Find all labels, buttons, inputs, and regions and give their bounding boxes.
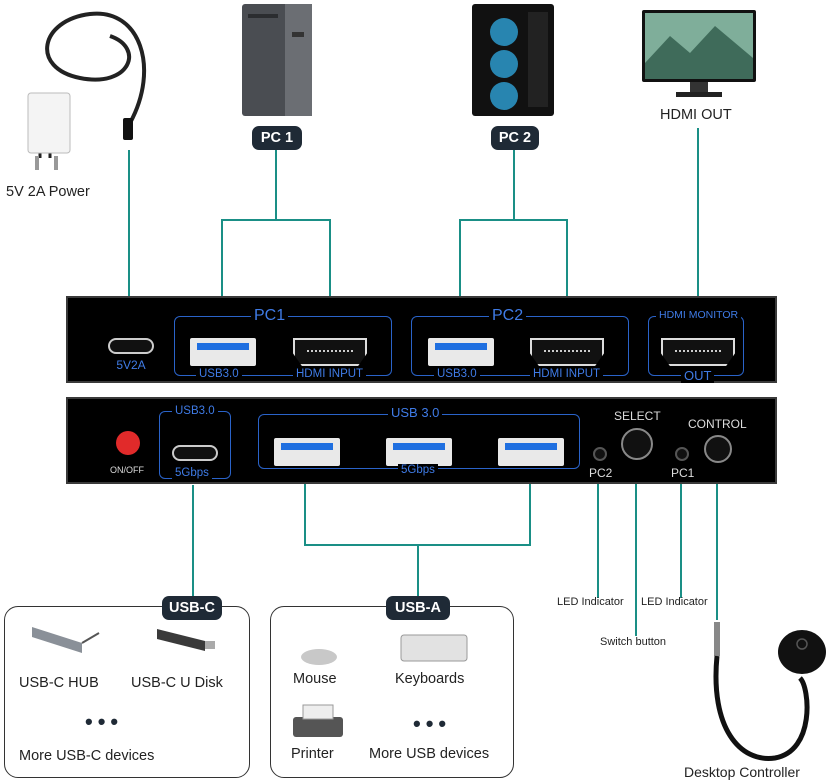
usbc-hub-icon bbox=[32, 627, 100, 653]
usba-item-printer: Printer bbox=[291, 746, 334, 762]
pc2-gaming-tower-icon bbox=[472, 4, 554, 116]
usba-item-keyboards: Keyboards bbox=[395, 671, 465, 687]
pc1-usb-label: USB3.0 bbox=[196, 368, 242, 380]
control-jack bbox=[704, 435, 732, 463]
onoff-label: ON/OFF bbox=[110, 465, 144, 475]
monitor-out-label: OUT bbox=[681, 368, 715, 383]
pc2-led-label: PC2 bbox=[589, 466, 613, 480]
usbc-bottom-label: 5Gbps bbox=[172, 467, 212, 479]
pc1-tower-icon bbox=[242, 4, 312, 116]
monitor-group-title: HDMI MONITOR bbox=[656, 309, 742, 321]
select-button[interactable] bbox=[621, 428, 653, 460]
pc1-tag: PC 1 bbox=[252, 126, 302, 150]
pc2-usb-port bbox=[428, 338, 494, 366]
usb-a-port-2 bbox=[386, 438, 452, 466]
usba-devices-card: Mouse Keyboards ••• Printer More USB dev… bbox=[270, 606, 514, 778]
usba-item-mouse: Mouse bbox=[293, 671, 337, 687]
pc1-group-title: PC1 bbox=[251, 307, 289, 325]
power-button[interactable] bbox=[116, 431, 140, 455]
power-port-label: 5V2A bbox=[116, 358, 146, 372]
pc1-led bbox=[675, 447, 689, 461]
pc2-led bbox=[593, 447, 607, 461]
back-panel: ON/OFF USB3.0 5Gbps USB 3.0 5Gbps PC2 SE… bbox=[66, 397, 777, 484]
power-port bbox=[108, 338, 154, 354]
usbc-item-hub: USB-C HUB bbox=[19, 675, 99, 691]
pc1-usb-port bbox=[190, 338, 256, 366]
mouse-icon bbox=[301, 649, 337, 665]
usb-a-port-1 bbox=[274, 438, 340, 466]
usb-a-port-3 bbox=[498, 438, 564, 466]
desktop-controller-icon bbox=[713, 622, 826, 761]
power-adapter-icon bbox=[27, 11, 146, 170]
usbc-devices-card: USB-C HUB USB-C U Disk ••• More USB-C de… bbox=[4, 606, 250, 778]
usb3-speed-label: 5Gbps bbox=[398, 464, 438, 476]
switch-button-callout: Switch button bbox=[600, 636, 667, 648]
pc1-hdmi-label: HDMI INPUT bbox=[293, 368, 367, 380]
desktop-controller-label: Desktop Controller bbox=[684, 764, 800, 780]
usba-more-dots-icon: ••• bbox=[413, 711, 452, 736]
led-indicator-pc1-callout: LED Indicator bbox=[641, 596, 708, 608]
power-label: 5V 2A Power bbox=[6, 184, 90, 200]
usbc-item-more: More USB-C devices bbox=[19, 748, 155, 764]
select-label: SELECT bbox=[614, 409, 661, 423]
hdmi-out-label: HDMI OUT bbox=[660, 107, 732, 123]
pc2-group-title: PC2 bbox=[489, 307, 527, 325]
front-panel: 5V2A PC1 USB3.0 HDMI INPUT PC2 USB3.0 HD… bbox=[66, 296, 777, 383]
monitor-icon bbox=[642, 10, 756, 97]
pc2-usb-label: USB3.0 bbox=[434, 368, 480, 380]
usb3-title: USB 3.0 bbox=[388, 405, 443, 420]
usba-card-tag: USB-A bbox=[386, 596, 450, 620]
usbc-port bbox=[172, 445, 218, 461]
usbc-disk-icon bbox=[157, 629, 215, 651]
usba-item-more: More USB devices bbox=[369, 746, 490, 762]
usbc-more-dots-icon: ••• bbox=[85, 709, 124, 734]
usbc-top-label: USB3.0 bbox=[172, 405, 218, 417]
pc2-hdmi-port bbox=[530, 338, 604, 366]
printer-icon bbox=[293, 704, 343, 737]
pc2-hdmi-label: HDMI INPUT bbox=[530, 368, 604, 380]
pc1-hdmi-port bbox=[293, 338, 367, 366]
control-label: CONTROL bbox=[688, 417, 747, 431]
led-indicator-pc2-callout: LED Indicator bbox=[557, 596, 624, 608]
pc1-led-label: PC1 bbox=[671, 466, 695, 480]
monitor-hdmi-port bbox=[661, 338, 735, 366]
usbc-item-disk: USB-C U Disk bbox=[131, 675, 223, 691]
pc2-tag: PC 2 bbox=[491, 126, 539, 150]
keyboard-icon bbox=[400, 634, 468, 662]
usbc-card-tag: USB-C bbox=[162, 596, 222, 620]
